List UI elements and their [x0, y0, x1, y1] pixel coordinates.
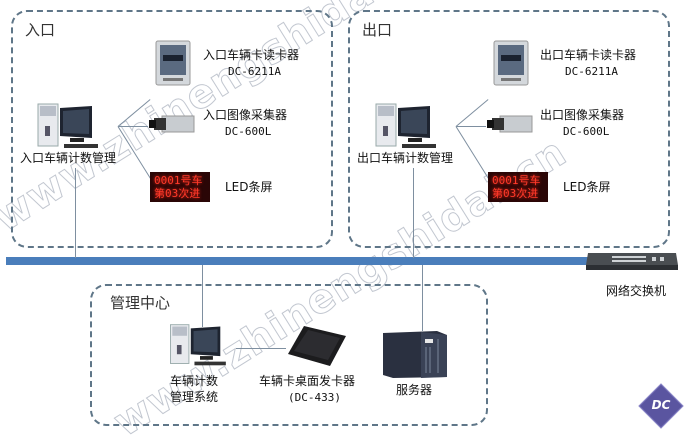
computer-icon	[37, 103, 98, 148]
connector-line	[236, 348, 286, 349]
connector-line	[202, 265, 203, 327]
exit-zone: 出口	[348, 10, 670, 248]
led-name: LED条屏	[225, 180, 273, 194]
management-computer-label: 车辆计数	[170, 374, 219, 388]
camera-name: 入口图像采集器	[203, 108, 288, 122]
connector-line	[413, 168, 414, 258]
card-reader-model: DC-6211A	[565, 65, 618, 78]
server-name: 服务器	[396, 383, 433, 397]
exit-computer-label: 出口车辆计数管理	[357, 151, 454, 165]
led-line: 0001号车	[154, 174, 203, 187]
led-screen: 0001号车 第03次进	[150, 172, 210, 202]
computer-icon	[375, 103, 436, 148]
card-reader-icon	[493, 40, 529, 86]
dc-logo-text: DC	[651, 398, 671, 412]
card-reader-name: 入口车辆卡读卡器	[203, 48, 300, 62]
card-reader-model: DC-6211A	[228, 65, 281, 78]
network-bus	[6, 257, 606, 265]
server-icon	[383, 331, 447, 378]
connector-line	[456, 126, 486, 127]
entrance-zone: 入口	[11, 10, 333, 248]
management-computer-label: 管理系统	[170, 390, 219, 404]
camera-model: DC-600L	[225, 125, 272, 138]
entrance-computer-label: 入口车辆计数管理	[20, 151, 117, 165]
card-reader-name: 出口车辆卡读卡器	[540, 48, 637, 62]
network-switch-label: 网络交换机	[606, 284, 667, 298]
camera-icon	[487, 115, 533, 133]
network-switch-icon	[586, 253, 678, 270]
desktop-card-issuer-icon	[288, 326, 346, 366]
led-line: 第03次进	[154, 187, 201, 200]
connector-line	[118, 126, 148, 127]
zone-title: 管理中心	[110, 294, 171, 312]
led-line: 第03次进	[492, 187, 539, 200]
camera-model: DC-600L	[563, 125, 610, 138]
camera-icon	[149, 115, 195, 133]
management-zone: 管理中心	[90, 284, 488, 426]
desktop-issuer-model: (DC-433)	[288, 391, 341, 404]
computer-icon	[170, 324, 226, 366]
zone-title: 入口	[25, 21, 56, 39]
connector-line	[75, 168, 76, 258]
led-screen: 0001号车 第03次进	[488, 172, 548, 202]
connector-line	[422, 265, 423, 331]
camera-name: 出口图像采集器	[540, 108, 625, 122]
zone-title: 出口	[362, 21, 393, 39]
desktop-issuer-name: 车辆卡桌面发卡器	[259, 374, 356, 388]
led-name: LED条屏	[563, 180, 611, 194]
card-reader-icon	[155, 40, 191, 86]
led-line: 0001号车	[492, 174, 541, 187]
